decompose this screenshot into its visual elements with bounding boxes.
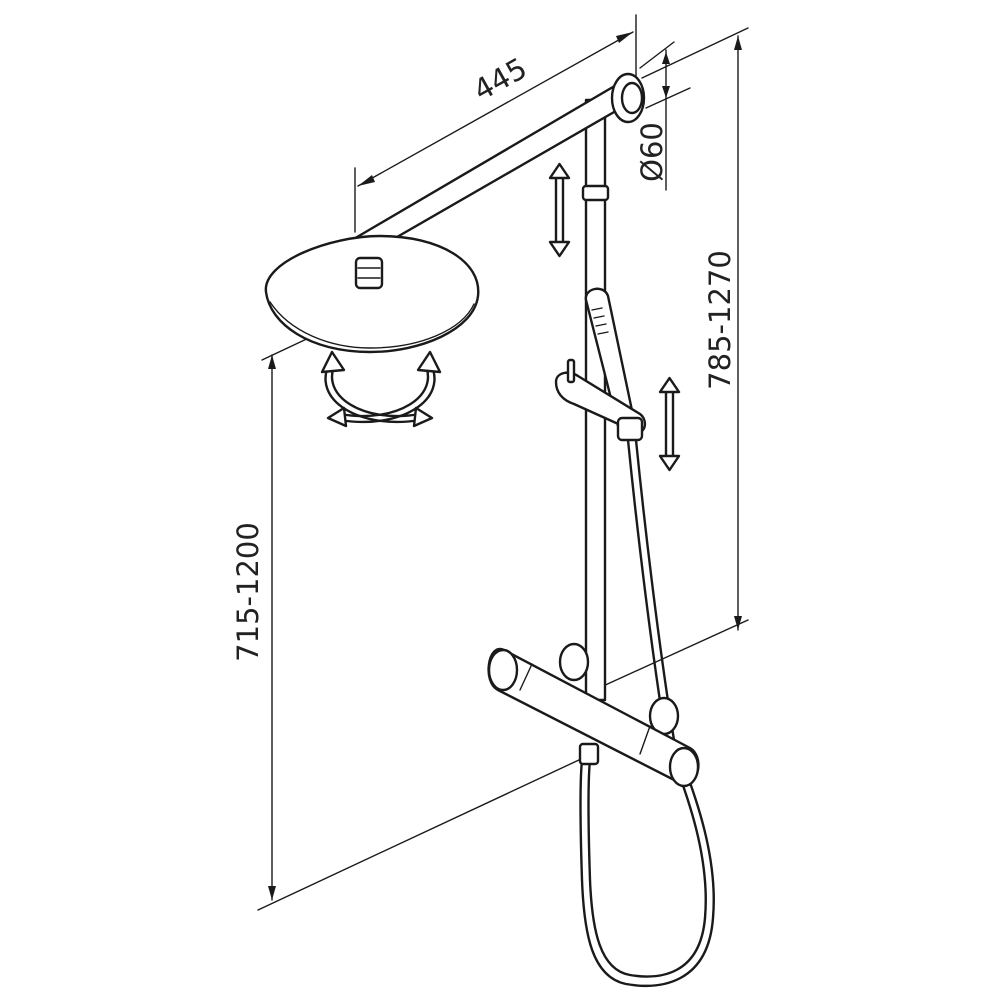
arrowhead (268, 886, 276, 900)
holder-knob (566, 358, 576, 384)
rotation-arrows-icon (320, 350, 442, 428)
slide-arrows-icon (548, 162, 571, 258)
hose-outlet (578, 742, 600, 766)
head-height-label: 715-1200 (231, 522, 265, 662)
rail-joint (581, 184, 610, 202)
extension-line (257, 751, 597, 911)
dimension-head-height: 715-1200 (231, 327, 597, 911)
arm-length-label: 445 (468, 51, 533, 108)
wall-connector-left (558, 642, 590, 682)
extension-line (641, 27, 749, 79)
shower-hose (579, 438, 715, 987)
temperature-handle (487, 648, 519, 692)
arrowhead (734, 616, 742, 630)
hose-clip (616, 416, 644, 442)
overhead-shower-head (264, 234, 480, 354)
extension-line (589, 619, 749, 693)
thermostatic-mixer (487, 642, 700, 788)
arrowhead (662, 52, 670, 64)
dimension-line (357, 31, 634, 187)
dimension-rail-height: 785-1270 (589, 27, 749, 693)
arrowhead (268, 355, 276, 369)
head-connector (354, 256, 384, 290)
extension-line (645, 87, 691, 109)
arrowhead (616, 32, 633, 43)
arrowhead (662, 86, 670, 98)
slide-arrows-icon (658, 376, 681, 472)
dimension-diameter: Ø60 (635, 41, 691, 191)
diameter-label: Ø60 (635, 122, 669, 182)
rail-height-label: 785-1270 (703, 250, 737, 390)
flow-handle (668, 746, 700, 788)
arrowhead (734, 36, 742, 50)
extension-line (639, 41, 675, 69)
sliding-holder (554, 358, 647, 442)
arrowhead (358, 175, 375, 186)
